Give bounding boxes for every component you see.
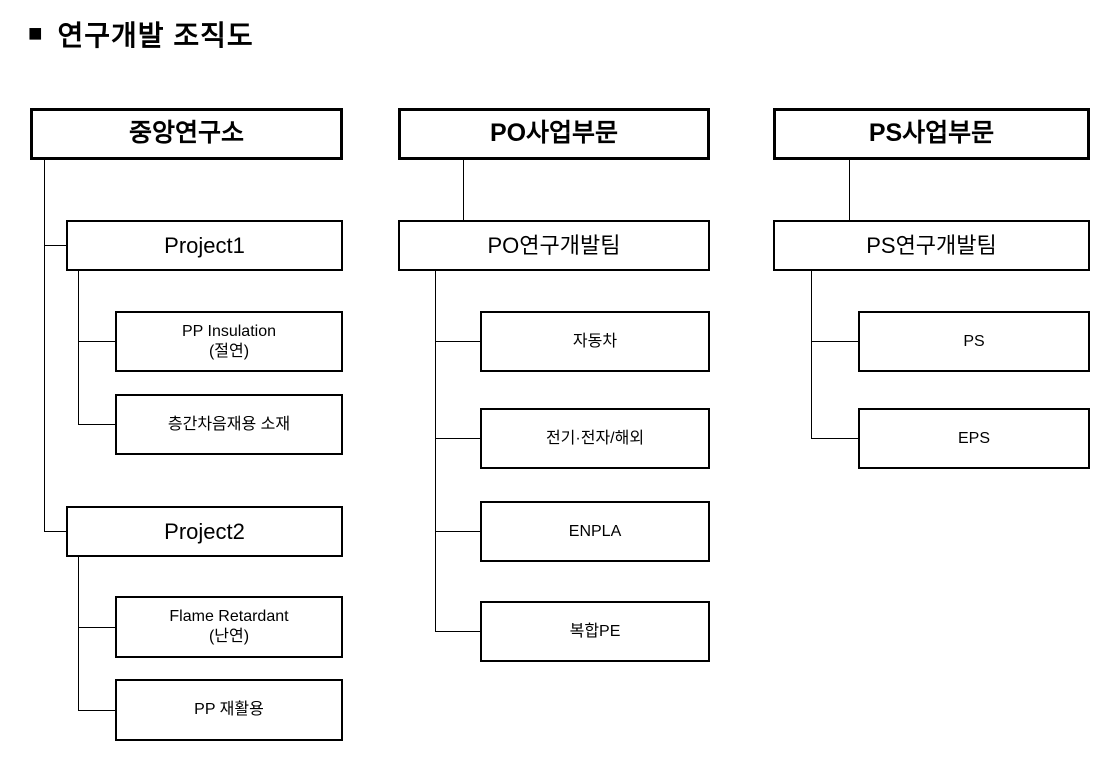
square-bullet-icon: ■ — [28, 20, 44, 47]
page-title: ■ 연구개발 조직도 — [28, 14, 254, 54]
box-project1: Project1 — [66, 220, 343, 271]
box-label-line1: ENPLA — [568, 522, 622, 540]
connector-line — [78, 710, 115, 711]
connector-line — [44, 245, 66, 246]
box-label-line1: 층간차음재용 소재 — [167, 415, 291, 433]
box-label-line1: 전기·전자/해외 — [545, 429, 645, 447]
box-label-line1: PP 재활용 — [194, 701, 264, 718]
box-label-line1: 복합PE — [569, 622, 621, 640]
box-label-line2: (난연) — [208, 628, 250, 645]
connector-line — [435, 631, 480, 632]
connector-line — [44, 531, 66, 532]
box-po-rnd-team: PO연구개발팀 — [398, 220, 710, 271]
box-floor-soundproofing-material: 층간차음재용 소재 — [115, 394, 343, 455]
box-label-line1: PS — [963, 332, 985, 350]
box-project2: Project2 — [66, 506, 343, 557]
connector-line — [78, 341, 115, 342]
connector-line — [811, 438, 858, 439]
box-ps: PS — [858, 311, 1090, 372]
box-composite-pe: 복합PE — [480, 601, 710, 662]
connector-line — [44, 160, 45, 531]
page-title-text: 연구개발 조직도 — [57, 20, 254, 51]
box-ps-rnd-team: PS연구개발팀 — [773, 220, 1090, 271]
connector-line — [811, 271, 812, 438]
connector-line — [435, 271, 436, 631]
box-ps-division-header: PS사업부문 — [773, 108, 1090, 160]
box-flame-retardant: Flame Retardant (난연) — [115, 596, 343, 658]
box-central-lab-header: 중앙연구소 — [30, 108, 343, 160]
connector-line — [78, 557, 79, 710]
box-label-line1: EPS — [957, 429, 990, 447]
box-enpla: ENPLA — [480, 501, 710, 562]
box-label-line2: (절연) — [208, 342, 250, 360]
connector-line — [435, 341, 480, 342]
box-pp-recycling: PP 재활용 — [115, 679, 343, 741]
connector-line — [435, 531, 480, 532]
box-electric-electronics-overseas: 전기·전자/해외 — [480, 408, 710, 469]
box-label-line1: 자동차 — [572, 332, 618, 350]
box-label-line1: PP Insulation — [182, 322, 276, 340]
box-po-division-header: PO사업부문 — [398, 108, 710, 160]
box-pp-insulation: PP Insulation (절연) — [115, 311, 343, 372]
connector-line — [78, 271, 79, 424]
box-label-line1: Flame Retardant — [169, 608, 289, 625]
connector-line — [78, 627, 115, 628]
connector-line — [463, 160, 464, 220]
connector-line — [78, 424, 115, 425]
box-eps: EPS — [858, 408, 1090, 469]
connector-line — [435, 438, 480, 439]
box-automotive: 자동차 — [480, 311, 710, 372]
connector-line — [811, 341, 858, 342]
connector-line — [849, 160, 850, 220]
